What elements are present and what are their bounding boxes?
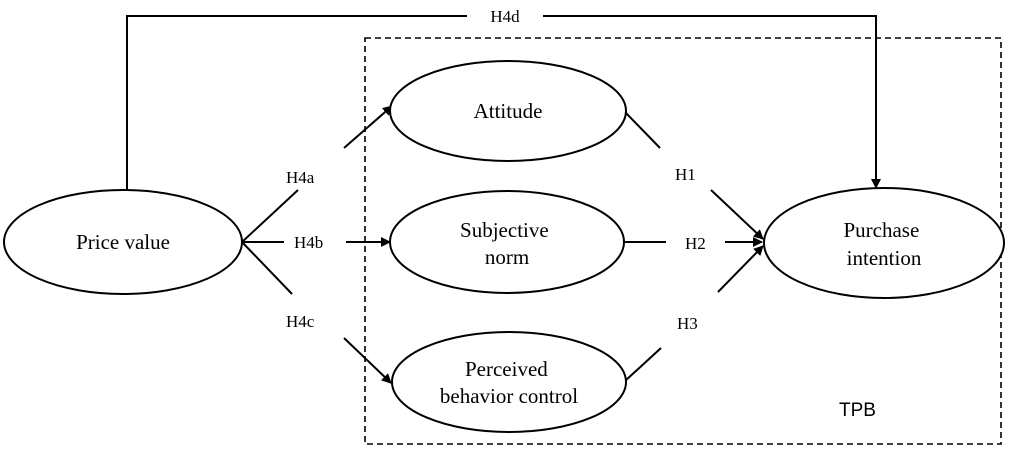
edge-label-h4b: H4b xyxy=(294,233,323,252)
node-attitude-shape xyxy=(389,60,627,162)
tpb-group-label: TPB xyxy=(839,400,876,421)
node-subjective-norm-shape xyxy=(389,190,625,294)
edge-label-h2: H2 xyxy=(685,234,706,253)
edge-h1-segment-1 xyxy=(625,112,661,149)
edge-label-h4d-mask xyxy=(467,4,543,28)
node-attitude: Attitude xyxy=(389,60,627,162)
node-purchase-intention-line-1: Purchase xyxy=(843,218,919,242)
edge-h4a-segment-1 xyxy=(241,189,299,243)
edge-label-h4d: H4d xyxy=(490,7,520,26)
node-attitude-label: Attitude xyxy=(474,99,543,123)
edge-h1-segment-2 xyxy=(710,189,764,240)
node-price-value-shape xyxy=(3,189,243,295)
node-perceived-behavior-control-line-1: Perceived xyxy=(465,357,548,381)
node-purchase-intention: Purchase intention xyxy=(763,187,1005,299)
node-purchase-intention-label: Purchase intention xyxy=(843,218,924,270)
node-perceived-behavior-control: Perceived behavior control xyxy=(391,331,627,433)
edge-h3-segment-1 xyxy=(624,347,662,382)
node-price-value-label: Price value xyxy=(76,230,170,254)
edge-h3-segment-2 xyxy=(717,245,764,293)
node-subjective-norm-line-2: norm xyxy=(485,245,529,269)
edge-label-h1: H1 xyxy=(675,165,696,184)
node-perceived-behavior-control-line-2: behavior control xyxy=(440,384,578,408)
edge-label-h4a: H4a xyxy=(286,168,315,187)
edge-h4a-segment-2 xyxy=(343,105,393,149)
edge-h4c-segment-2 xyxy=(343,337,392,384)
edge-label-h3: H3 xyxy=(677,314,698,333)
node-purchase-intention-line-2: intention xyxy=(847,246,922,270)
node-purchase-intention-shape xyxy=(763,187,1005,299)
node-perceived-behavior-control-shape xyxy=(391,331,627,433)
node-subjective-norm: Subjective norm xyxy=(389,190,625,294)
edge-h4c-segment-1 xyxy=(241,241,293,295)
node-perceived-behavior-control-label: Perceived behavior control xyxy=(440,357,578,408)
node-price-value: Price value xyxy=(3,189,243,295)
edge-label-h4c: H4c xyxy=(286,312,315,331)
node-subjective-norm-line-1: Subjective xyxy=(460,218,549,242)
node-subjective-norm-label: Subjective norm xyxy=(460,218,554,269)
